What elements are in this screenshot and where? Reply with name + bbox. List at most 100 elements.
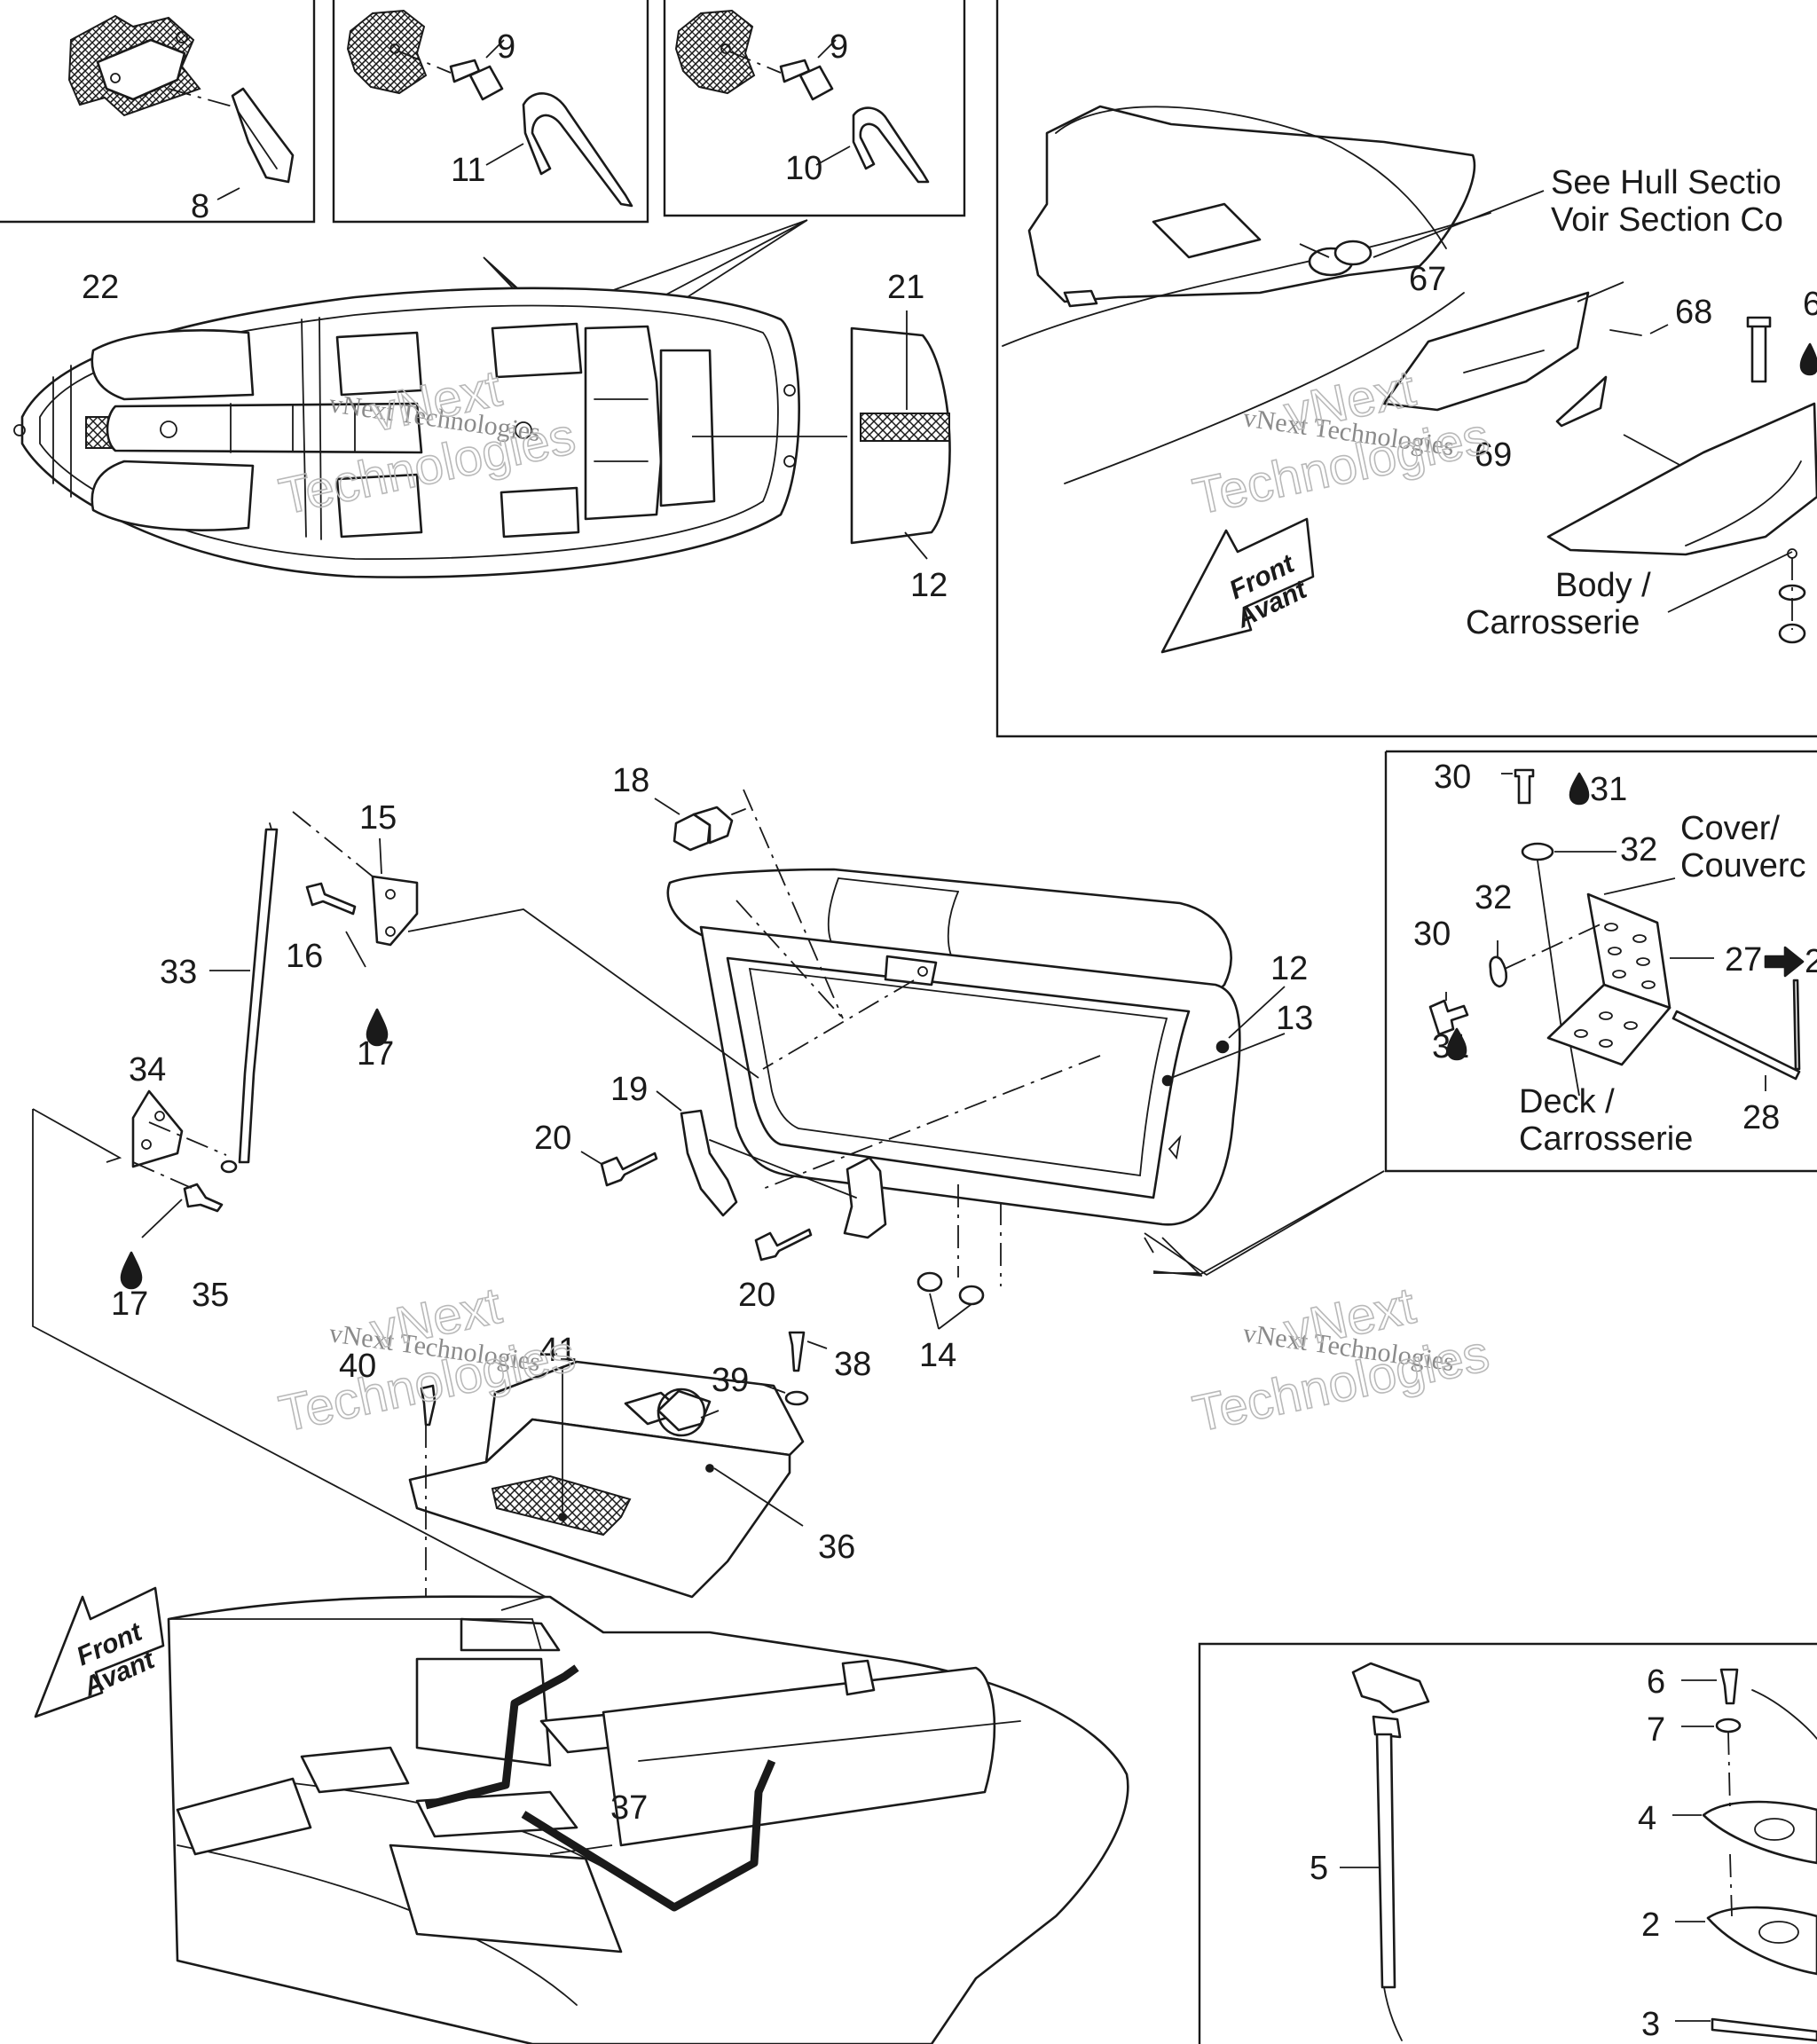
detail-box-9-10 [663, 0, 966, 217]
screw-35 [183, 1183, 224, 1213]
callout-28: 28 [1742, 1099, 1780, 1136]
washer-32a [1521, 842, 1554, 861]
clip-9b [798, 65, 834, 101]
bolt-66 [1750, 318, 1767, 383]
detail-clamp [67, 14, 295, 200]
seat-cushion [666, 868, 1232, 1004]
boat-top-view [13, 287, 847, 578]
callout-12a: 12 [910, 567, 948, 604]
detail-box-hinge [1384, 750, 1817, 1173]
body-panel [1546, 402, 1817, 556]
callout-31a: 31 [1590, 771, 1627, 808]
panel-67 [1382, 291, 1590, 412]
seat-assembly [666, 789, 1286, 1226]
strut-assembly [131, 811, 419, 1238]
right-arrow-icon [1764, 946, 1805, 978]
deck-note-line1: Deck / [1519, 1083, 1615, 1120]
callout-4: 4 [1638, 1800, 1656, 1837]
cover-note-line2: Couverc [1680, 847, 1806, 884]
hull-note-line1: See Hull Sectio [1551, 164, 1782, 201]
callout-67: 67 [1409, 261, 1446, 298]
screws-20 [580, 1151, 813, 1262]
section-notes: See Hull Sectio Voir Section Co Body / C… [1466, 164, 1817, 1158]
callout-30b: 30 [1413, 916, 1451, 953]
callout-27: 27 [1725, 941, 1762, 979]
callout-5: 5 [1310, 1850, 1328, 1887]
hull-note-line2: Voir Section Co [1551, 201, 1783, 239]
hinge-pin-28 [1671, 1010, 1801, 1081]
screw-68 [1609, 329, 1642, 336]
bracket-34 [131, 1089, 184, 1168]
screw-40 [420, 1384, 437, 1427]
washer-32b [1489, 955, 1508, 988]
callout-8: 8 [191, 188, 209, 225]
oil-drop-icons [120, 342, 1817, 1290]
mesh-41 [491, 1474, 632, 1537]
mesh-pad-21 [860, 413, 950, 442]
clip-9a [468, 65, 504, 101]
connector-18 [654, 798, 746, 852]
latch-19 [656, 1090, 887, 1239]
callout-22: 22 [82, 269, 119, 306]
detail-box-hull [995, 0, 1817, 738]
cable-tie-11 [522, 91, 633, 208]
clamp-bracket [96, 38, 186, 101]
detail-screw-tie-a [346, 9, 633, 208]
cover-note-line1: Cover/ [1680, 810, 1780, 847]
bolt-16 [305, 882, 357, 916]
callout-6a: 6 [1803, 286, 1817, 323]
callout-15: 15 [359, 799, 397, 837]
hinge-bracket-15 [371, 875, 419, 947]
detail-screw-tie-b [674, 9, 930, 184]
storage-tray [408, 1331, 828, 1810]
callout-69: 69 [1475, 436, 1512, 474]
bolt-6 [1719, 1668, 1739, 1705]
assembly-outline [32, 908, 1385, 1598]
callout-2: 2 [1641, 1906, 1660, 1944]
next-ref-label: 2 [1805, 943, 1817, 980]
oil-drop-icon [1799, 342, 1817, 376]
callout-35: 35 [192, 1277, 229, 1314]
callout-14: 14 [919, 1337, 956, 1374]
callout-9a: 9 [497, 28, 515, 66]
callout-7: 7 [1647, 1711, 1665, 1749]
oil-drop-icon [1446, 1027, 1467, 1061]
patch-69 [1555, 375, 1608, 428]
callout-17b: 17 [111, 1285, 148, 1323]
hinge-detail [1428, 768, 1801, 1097]
front-footwell [90, 329, 255, 401]
callout-36: 36 [818, 1529, 855, 1566]
callout-9b: 9 [830, 28, 848, 66]
callout-33: 33 [160, 954, 197, 991]
handle-5 [1351, 1662, 1430, 1714]
front-arrow-bottom: Front Avant [34, 1586, 165, 1718]
callout-30a: 30 [1434, 759, 1471, 796]
cable-tie-8 [231, 87, 295, 184]
hull-section-detail [1002, 105, 1817, 644]
callout-18: 18 [612, 762, 649, 799]
callout-3: 3 [1641, 2006, 1660, 2043]
rear-compartment [584, 325, 663, 521]
callout-12b: 12 [1270, 950, 1308, 987]
bolt-30a [1514, 768, 1535, 805]
callout-68: 68 [1675, 294, 1712, 331]
detail-box-latch [1198, 1642, 1817, 2044]
plate-2 [1706, 1906, 1817, 1976]
callout-16: 16 [286, 938, 323, 975]
callout-13: 13 [1276, 1000, 1313, 1037]
callout-39: 39 [712, 1362, 749, 1399]
seat-back-panel [850, 311, 951, 560]
callout-19: 19 [610, 1071, 648, 1108]
oil-drop-icon [366, 1008, 389, 1047]
callout-32a: 32 [1620, 831, 1657, 869]
callout-10: 10 [785, 150, 822, 187]
oil-drop-icon [120, 1251, 143, 1290]
washer-7 [1715, 1718, 1742, 1733]
oil-drop-icon [1569, 772, 1590, 806]
boat-deck [167, 1595, 1129, 2044]
seat-top [106, 402, 423, 454]
callout-34: 34 [129, 1051, 166, 1089]
part-3 [1711, 2017, 1817, 2042]
deck-note-line2: Carrosserie [1519, 1120, 1693, 1158]
